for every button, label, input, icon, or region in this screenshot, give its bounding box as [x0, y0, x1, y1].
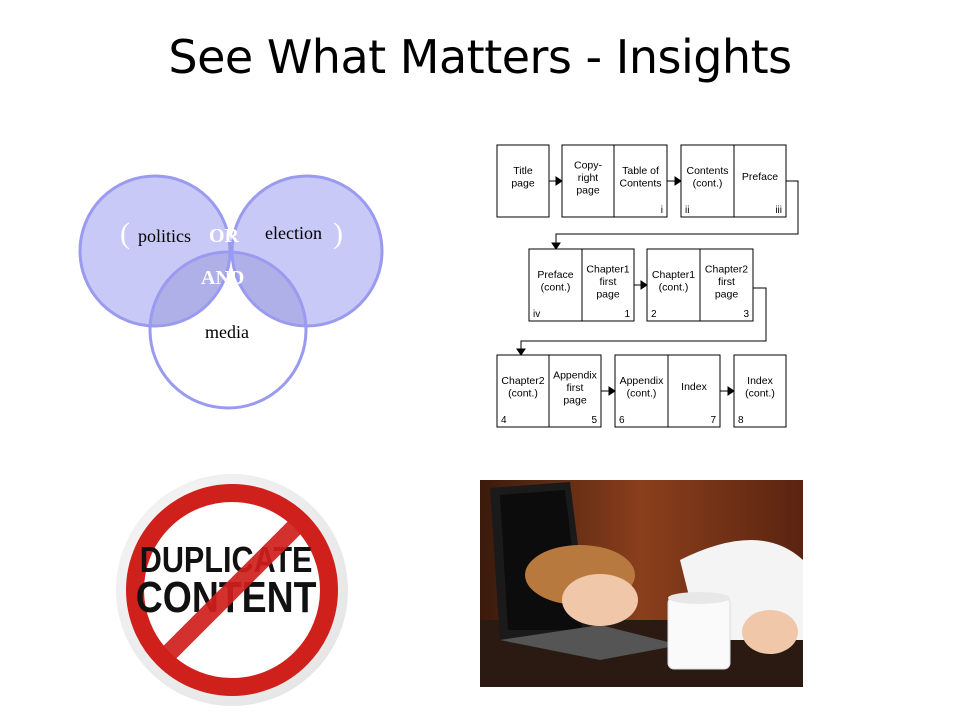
page-box [581, 248, 635, 322]
venn-op-or: OR [209, 225, 240, 247]
venn-diagram: ( politics OR election ) AND media [78, 174, 384, 410]
venn-term-politics: politics [138, 226, 191, 246]
page-box [561, 144, 615, 218]
page-label: Preface [742, 171, 778, 183]
prohibition-slash [154, 512, 310, 668]
venn-left-paren: ( [120, 217, 130, 250]
page-box [496, 354, 550, 428]
page-number: 5 [591, 415, 597, 426]
page-box [646, 248, 701, 322]
book-page-14: Index(cont.) 8 [733, 354, 787, 428]
page-number: 6 [619, 415, 625, 426]
page-label: Chapter2(cont.) [501, 375, 544, 400]
page-box [613, 144, 668, 218]
page-label: Index(cont.) [745, 375, 775, 400]
connector-arrows [516, 176, 799, 396]
page-number: iii [775, 205, 782, 216]
page-label: Appendix(cont.) [620, 375, 665, 400]
no-duplicate-content-sign: DUPLICATE CONTENT [116, 474, 348, 706]
page-label: Index [681, 381, 707, 393]
venn-term-election: election [265, 223, 322, 243]
page-number: 3 [743, 309, 749, 320]
page-number: 1 [624, 309, 630, 320]
page-number: 4 [501, 415, 507, 426]
page-label: Chapter1(cont.) [652, 269, 695, 294]
page-box [680, 144, 735, 218]
page-box [733, 144, 787, 218]
book-page-13: Index 7 [667, 354, 721, 428]
page-number: iv [533, 309, 540, 320]
venn-right-paren: ) [333, 217, 343, 250]
page-number: 8 [738, 415, 744, 426]
book-page-8: Chapter1(cont.) 2 [646, 248, 701, 322]
slide-title: See What Matters - Insights [168, 30, 792, 84]
page-number: ii [685, 205, 689, 216]
page-box [699, 248, 754, 322]
book-page-6: Preface(cont.) iv [528, 248, 583, 322]
page-label: Preface(cont.) [537, 269, 573, 294]
venn-term-media: media [205, 322, 249, 342]
page-label: Contents(cont.) [686, 165, 728, 190]
book-page-10: Chapter2(cont.) 4 [496, 354, 550, 428]
venn-circle-media [148, 250, 308, 410]
photo-sleeping-at-laptop [480, 480, 803, 687]
page-box [614, 354, 669, 428]
page-box [528, 248, 583, 322]
book-page-12: Appendix(cont.) 6 [614, 354, 669, 428]
page-box [548, 354, 602, 428]
page-number: 2 [651, 309, 657, 320]
book-page-5: Preface iii [733, 144, 787, 218]
book-page-4: Contents(cont.) ii [680, 144, 735, 218]
page-box [667, 354, 721, 428]
page-box [733, 354, 787, 428]
page-number: 7 [710, 415, 716, 426]
page-box [496, 144, 550, 218]
page-number: i [661, 205, 663, 216]
venn-op-and: AND [201, 267, 244, 289]
